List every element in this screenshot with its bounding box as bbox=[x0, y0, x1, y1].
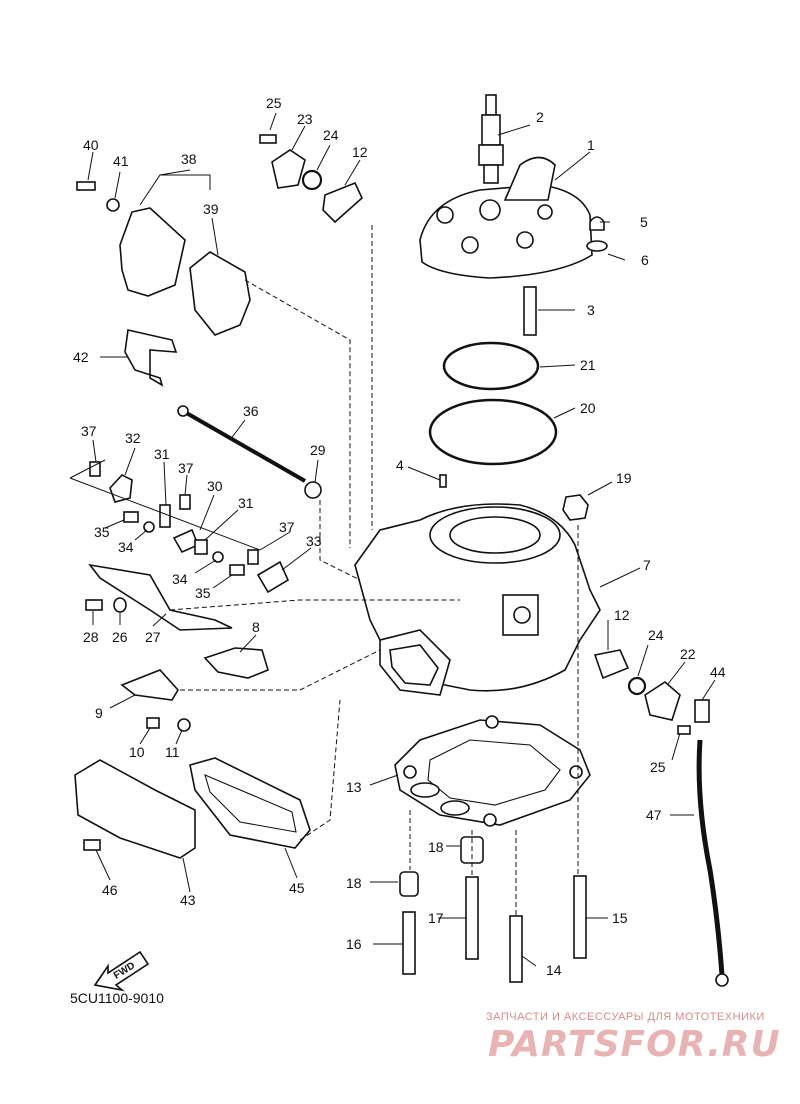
callout-5: 5 bbox=[640, 214, 648, 230]
cap-nut bbox=[589, 216, 605, 231]
callout-16: 16 bbox=[346, 936, 362, 952]
callout-21: 21 bbox=[580, 357, 596, 373]
nut bbox=[562, 494, 589, 521]
stud-bolt-15 bbox=[573, 875, 587, 959]
linkage-parts bbox=[89, 461, 290, 594]
callout-8: 8 bbox=[252, 619, 260, 635]
washer bbox=[586, 240, 608, 252]
callout-47: 47 bbox=[646, 807, 662, 823]
callout-14: 14 bbox=[546, 962, 562, 978]
valve-cover-lower bbox=[74, 757, 311, 859]
callout-31a: 31 bbox=[154, 446, 170, 462]
power-valve-shaft bbox=[177, 405, 306, 483]
callout-6: 6 bbox=[641, 252, 649, 268]
callout-31b: 31 bbox=[238, 495, 254, 511]
stud-bolt-16 bbox=[402, 911, 416, 975]
callout-36: 36 bbox=[243, 403, 259, 419]
callout-4: 4 bbox=[396, 457, 404, 473]
stud-bolt-14 bbox=[509, 915, 523, 983]
callout-41: 41 bbox=[113, 153, 129, 169]
callout-42: 42 bbox=[73, 349, 89, 365]
callout-1: 1 bbox=[587, 137, 595, 153]
spark-plug bbox=[478, 94, 504, 184]
callout-30: 30 bbox=[207, 478, 223, 494]
watermark-brand: PARTSFOR.RU bbox=[488, 1024, 781, 1065]
lever-plate bbox=[85, 563, 233, 631]
o-ring-small bbox=[442, 341, 540, 391]
callout-18b: 18 bbox=[346, 875, 362, 891]
callout-24a: 24 bbox=[323, 127, 339, 143]
callout-18a: 18 bbox=[428, 839, 444, 855]
valve-cover bbox=[76, 181, 251, 387]
connection-lines bbox=[169, 225, 579, 915]
callout-43: 43 bbox=[180, 892, 196, 908]
callout-28: 28 bbox=[83, 629, 99, 645]
callout-15: 15 bbox=[612, 910, 628, 926]
callout-37a: 37 bbox=[81, 423, 97, 439]
callout-35b: 35 bbox=[195, 585, 211, 601]
stud-bolt bbox=[523, 286, 537, 336]
callout-3: 3 bbox=[587, 302, 595, 318]
callout-23: 23 bbox=[297, 111, 313, 127]
callout-34b: 34 bbox=[172, 571, 188, 587]
callout-labels: 1 2 3 5 6 21 20 4 19 7 12 24 22 44 25 47… bbox=[73, 95, 726, 978]
callout-19: 19 bbox=[616, 470, 632, 486]
callout-37b: 37 bbox=[178, 460, 194, 476]
callout-40: 40 bbox=[83, 137, 99, 153]
callout-12a: 12 bbox=[352, 144, 368, 160]
callout-17: 17 bbox=[428, 910, 444, 926]
callout-34a: 34 bbox=[118, 539, 134, 555]
cylinder-head bbox=[419, 156, 593, 279]
collar-18a bbox=[399, 871, 419, 897]
o-ring-large bbox=[428, 398, 558, 466]
callout-38: 38 bbox=[181, 151, 197, 167]
callout-9: 9 bbox=[95, 705, 103, 721]
base-gasket bbox=[394, 715, 591, 827]
callout-27: 27 bbox=[145, 629, 161, 645]
right-fittings bbox=[593, 649, 729, 987]
callout-10: 10 bbox=[129, 744, 145, 760]
upper-fittings bbox=[259, 134, 363, 224]
cylinder-body bbox=[354, 503, 601, 696]
callout-13: 13 bbox=[346, 779, 362, 795]
callout-26: 26 bbox=[112, 629, 128, 645]
callout-2: 2 bbox=[536, 109, 544, 125]
fwd-arrow-icon bbox=[93, 950, 150, 992]
diagram-code: 5CU1100-9010 bbox=[70, 990, 164, 1006]
callout-25a: 25 bbox=[266, 95, 282, 111]
callout-32: 32 bbox=[125, 430, 141, 446]
callout-37c: 37 bbox=[279, 519, 295, 535]
bracket bbox=[120, 669, 191, 732]
dowel-pin bbox=[439, 474, 447, 488]
callout-7: 7 bbox=[643, 557, 651, 573]
callout-45: 45 bbox=[289, 880, 305, 896]
callout-20: 20 bbox=[580, 400, 596, 416]
washer-29 bbox=[304, 481, 322, 499]
callout-24b: 24 bbox=[648, 627, 664, 643]
callout-22: 22 bbox=[680, 646, 696, 662]
callout-39: 39 bbox=[203, 201, 219, 217]
callout-12b: 12 bbox=[614, 607, 630, 623]
callout-11: 11 bbox=[165, 744, 180, 760]
watermark-tagline: ЗАПЧАСТИ И АКСЕССУАРЫ ДЛЯ МОТОТЕХНИКИ bbox=[486, 1011, 765, 1023]
callout-33: 33 bbox=[306, 533, 322, 549]
callout-25b: 25 bbox=[650, 759, 666, 775]
callout-44: 44 bbox=[710, 664, 726, 680]
valve-pulley bbox=[203, 647, 269, 679]
callout-46: 46 bbox=[102, 882, 118, 898]
callout-35a: 35 bbox=[94, 524, 110, 540]
callout-29: 29 bbox=[310, 442, 326, 458]
leader-lines bbox=[69, 112, 716, 967]
stud-bolt-17 bbox=[465, 876, 479, 960]
